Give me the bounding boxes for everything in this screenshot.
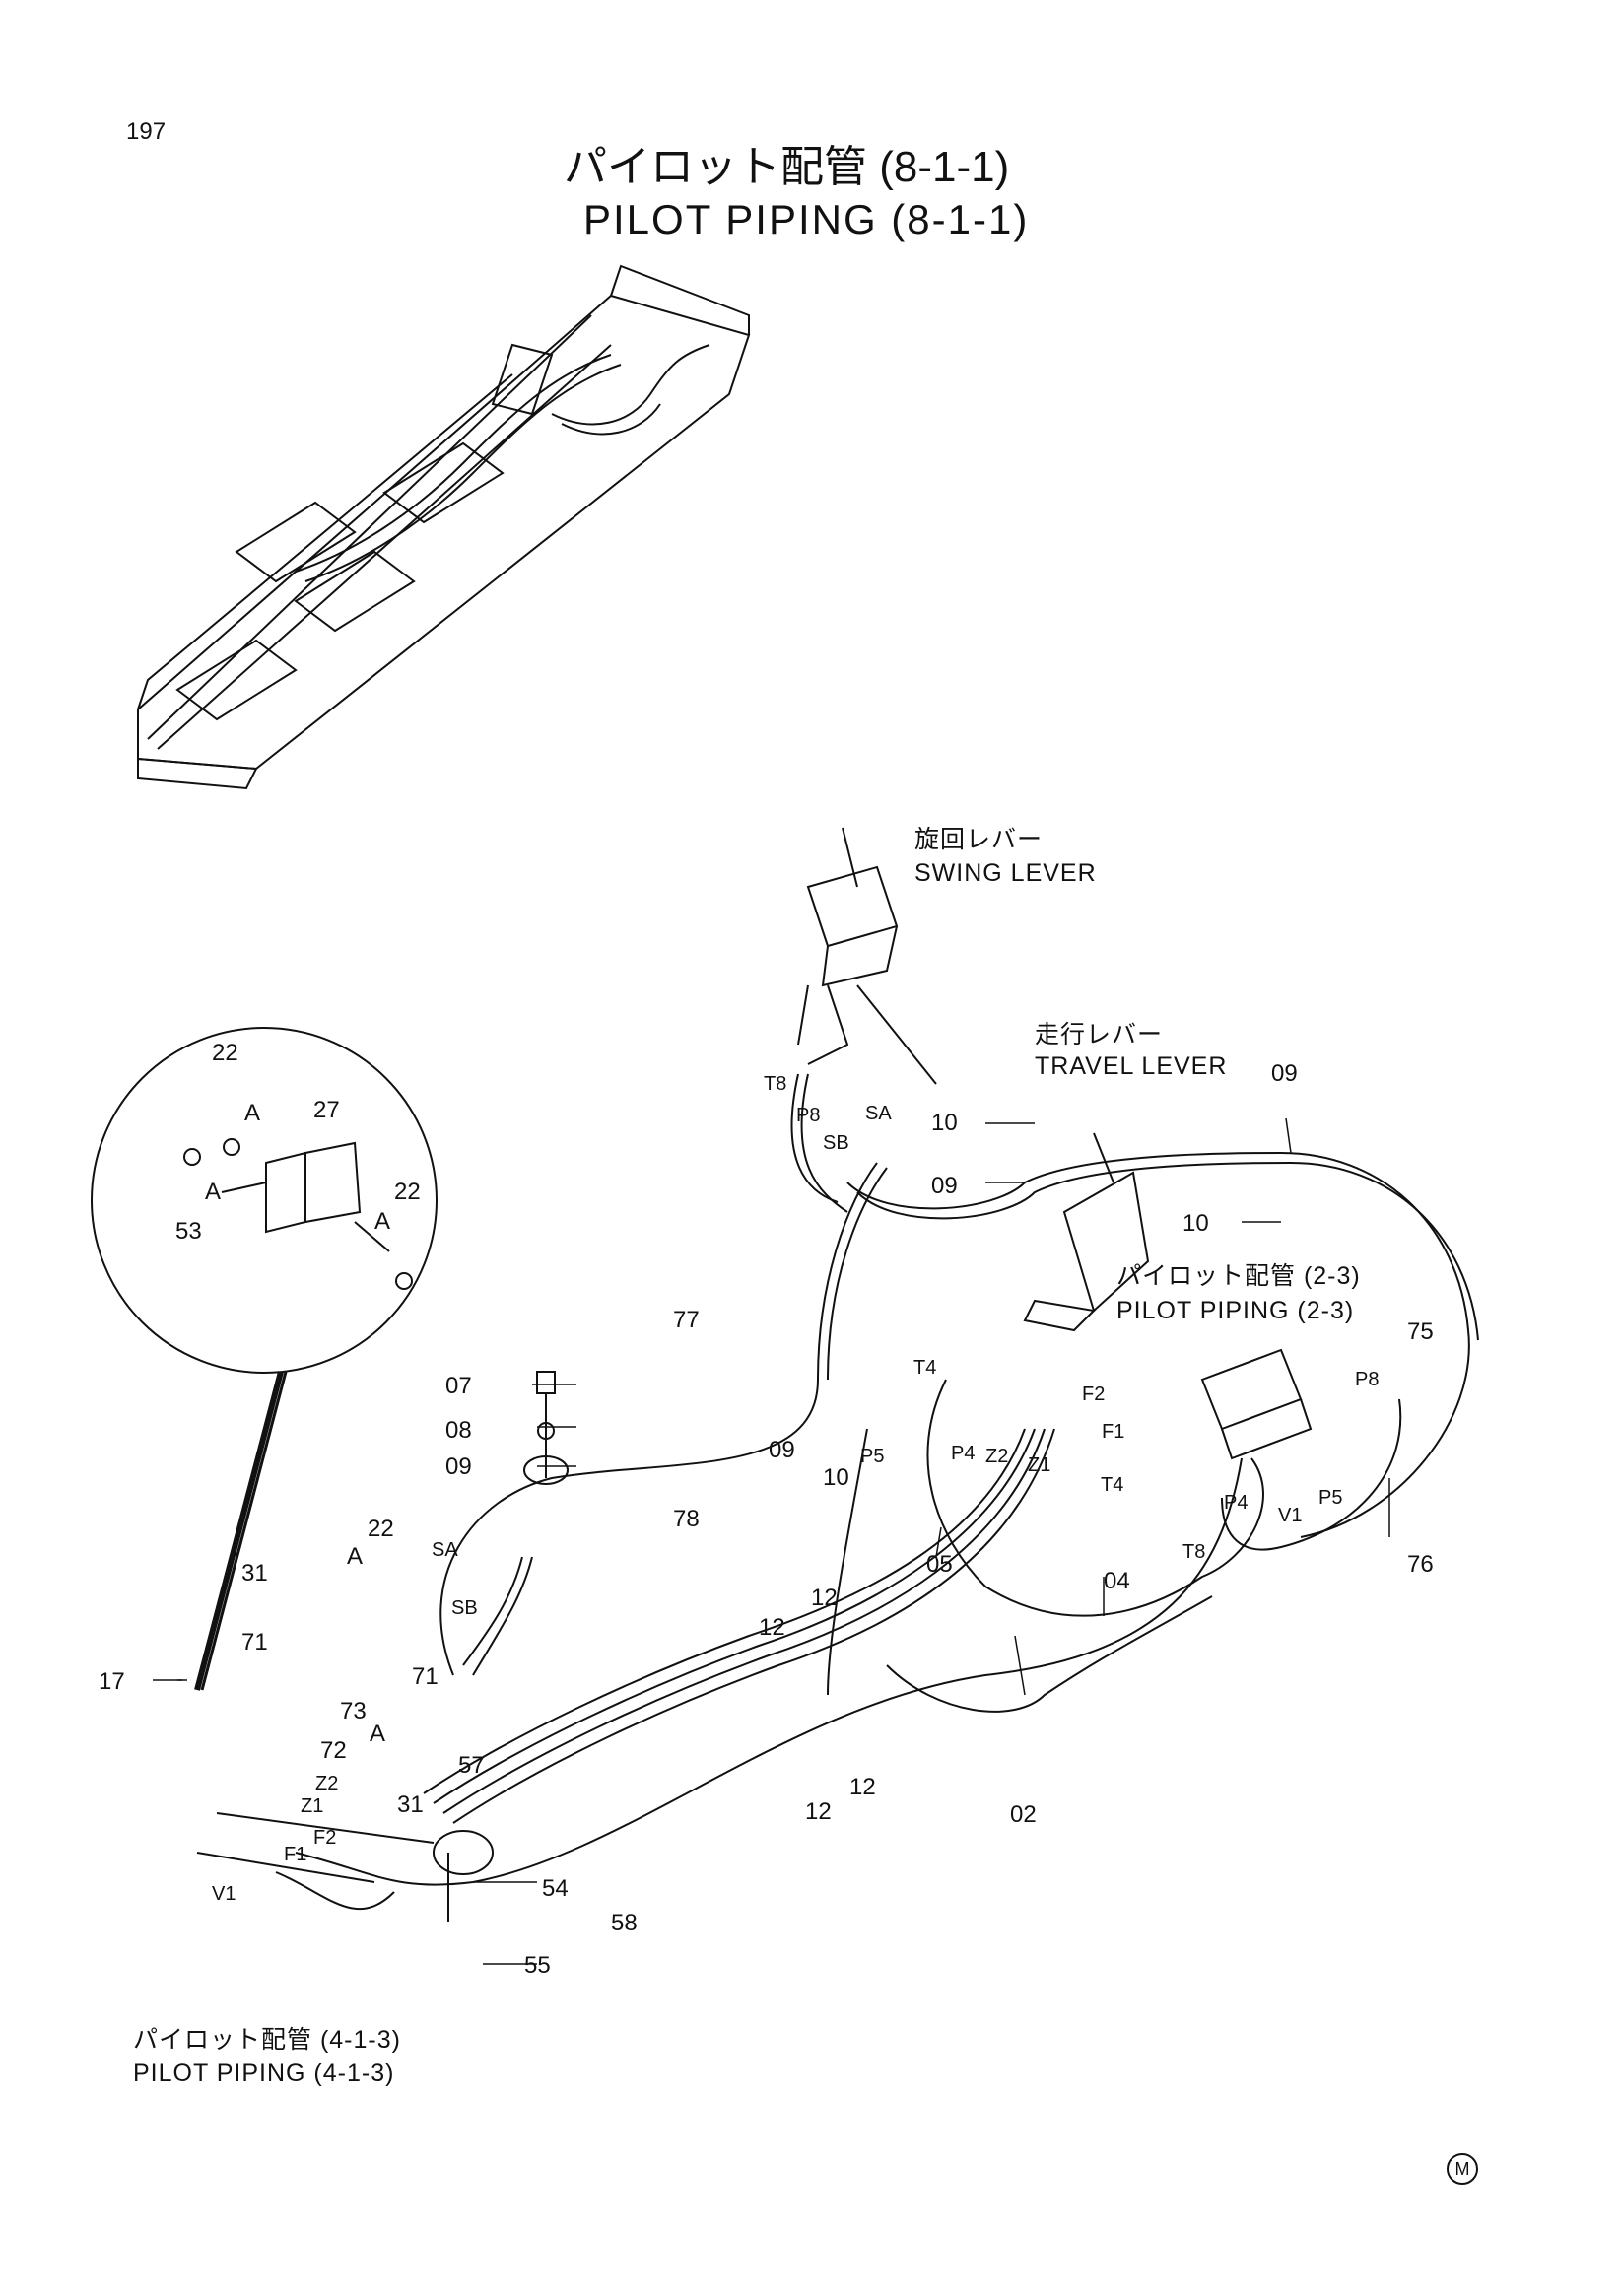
port-label: SB	[823, 1132, 849, 1154]
pilot-piping-23-label-en: PILOT PIPING (2-3)	[1116, 1297, 1355, 1324]
bolt-07-stack	[523, 1371, 569, 1485]
callout-label: 10	[1182, 1210, 1209, 1237]
callout-label: 54	[542, 1875, 569, 1902]
swing-lever-label-jp: 旋回レバー	[914, 826, 1044, 853]
callout-label: 72	[320, 1737, 347, 1764]
callout-label: 04	[1104, 1568, 1130, 1594]
callout-label: A	[370, 1721, 386, 1747]
pipe-runs	[196, 1073, 1479, 1911]
callout-label: 02	[1010, 1801, 1037, 1828]
callout-label: 09	[931, 1173, 958, 1199]
callout-label: 09	[445, 1453, 472, 1480]
travel-lever-label-en: TRAVEL LEVER	[1035, 1052, 1228, 1080]
port-label: Z1	[1028, 1454, 1051, 1476]
detail-circle	[91, 1027, 438, 1691]
callout-label: 08	[445, 1417, 472, 1444]
callout-label: 12	[805, 1798, 832, 1825]
callout-label: A	[205, 1179, 222, 1205]
callout-label: 71	[412, 1663, 439, 1690]
callout-label: 05	[926, 1551, 953, 1578]
port-label: Z2	[315, 1773, 339, 1794]
callout-label: 55	[524, 1952, 551, 1979]
callout-label: 10	[823, 1464, 849, 1491]
callout-label: 27	[313, 1097, 340, 1123]
callout-label: 58	[611, 1910, 638, 1936]
travel-lever-label-jp: 走行レバー	[1035, 1021, 1164, 1048]
port-label: T4	[913, 1357, 937, 1379]
callout-label: A	[244, 1100, 261, 1126]
port-label: SA	[432, 1539, 458, 1561]
port-label: SA	[865, 1103, 892, 1124]
callout-label: 57	[458, 1752, 485, 1779]
port-label: P4	[1224, 1492, 1249, 1514]
callout-label: 31	[397, 1791, 424, 1818]
clamp-57	[433, 1830, 494, 1922]
port-label: F1	[1102, 1421, 1125, 1443]
pilot-piping-23-label-jp: パイロット配管 (2-3)	[1116, 1262, 1361, 1290]
callout-label: A	[374, 1208, 391, 1235]
pilot-piping-413-label-jp: パイロット配管 (4-1-3)	[133, 2026, 401, 2054]
callout-label: 09	[1271, 1060, 1298, 1087]
leader-lines	[153, 1117, 1390, 1965]
port-label: F2	[313, 1827, 337, 1849]
callout-label: 77	[673, 1307, 700, 1333]
callout-label: 73	[340, 1698, 367, 1724]
callout-label: 76	[1407, 1551, 1434, 1578]
port-label: Z2	[985, 1446, 1009, 1467]
callout-label: 10	[931, 1110, 958, 1136]
port-label: P4	[951, 1443, 976, 1464]
port-label: F1	[284, 1844, 307, 1865]
callout-label: 09	[769, 1437, 795, 1463]
valve-block	[1200, 1348, 1313, 1460]
callout-label: 71	[241, 1629, 268, 1655]
port-label: P8	[796, 1105, 821, 1126]
port-label: Z1	[301, 1795, 324, 1817]
upper-structure-view	[137, 264, 751, 790]
port-label: T8	[1182, 1541, 1206, 1563]
callout-label: 75	[1407, 1318, 1434, 1345]
travel-lever-body	[1023, 1132, 1150, 1332]
callout-label: 31	[241, 1560, 268, 1587]
callout-label: 07	[445, 1373, 472, 1399]
callout-label: 12	[849, 1774, 876, 1800]
port-label: T4	[1101, 1474, 1124, 1496]
callout-label: 12	[759, 1614, 785, 1641]
callout-label: 12	[811, 1585, 838, 1611]
callout-label: 78	[673, 1506, 700, 1532]
corner-mark: M	[1447, 2153, 1478, 2185]
callout-label: 22	[368, 1516, 394, 1542]
port-label: P5	[1318, 1487, 1343, 1509]
port-label: T8	[764, 1073, 787, 1095]
callout-label: A	[347, 1543, 364, 1570]
callout-label: 17	[99, 1668, 125, 1695]
title-japanese: パイロット配管 (8-1-1)	[564, 143, 1010, 191]
port-label: V1	[1278, 1505, 1303, 1526]
port-label: V1	[212, 1883, 236, 1905]
swing-lever-label-en: SWING LEVER	[914, 859, 1097, 887]
title-english: PILOT PIPING (8-1-1)	[583, 196, 1030, 242]
pilot-piping-413-label-en: PILOT PIPING (4-1-3)	[133, 2060, 395, 2087]
callout-label: 22	[212, 1040, 238, 1066]
swing-lever-body	[797, 827, 937, 1085]
callout-label: 22	[394, 1179, 421, 1205]
port-label: SB	[451, 1597, 478, 1619]
port-label: P5	[860, 1446, 885, 1467]
callout-label: 53	[175, 1218, 202, 1245]
port-label: P8	[1355, 1369, 1380, 1390]
port-label: F2	[1082, 1384, 1106, 1405]
page-number: 197	[126, 118, 167, 145]
